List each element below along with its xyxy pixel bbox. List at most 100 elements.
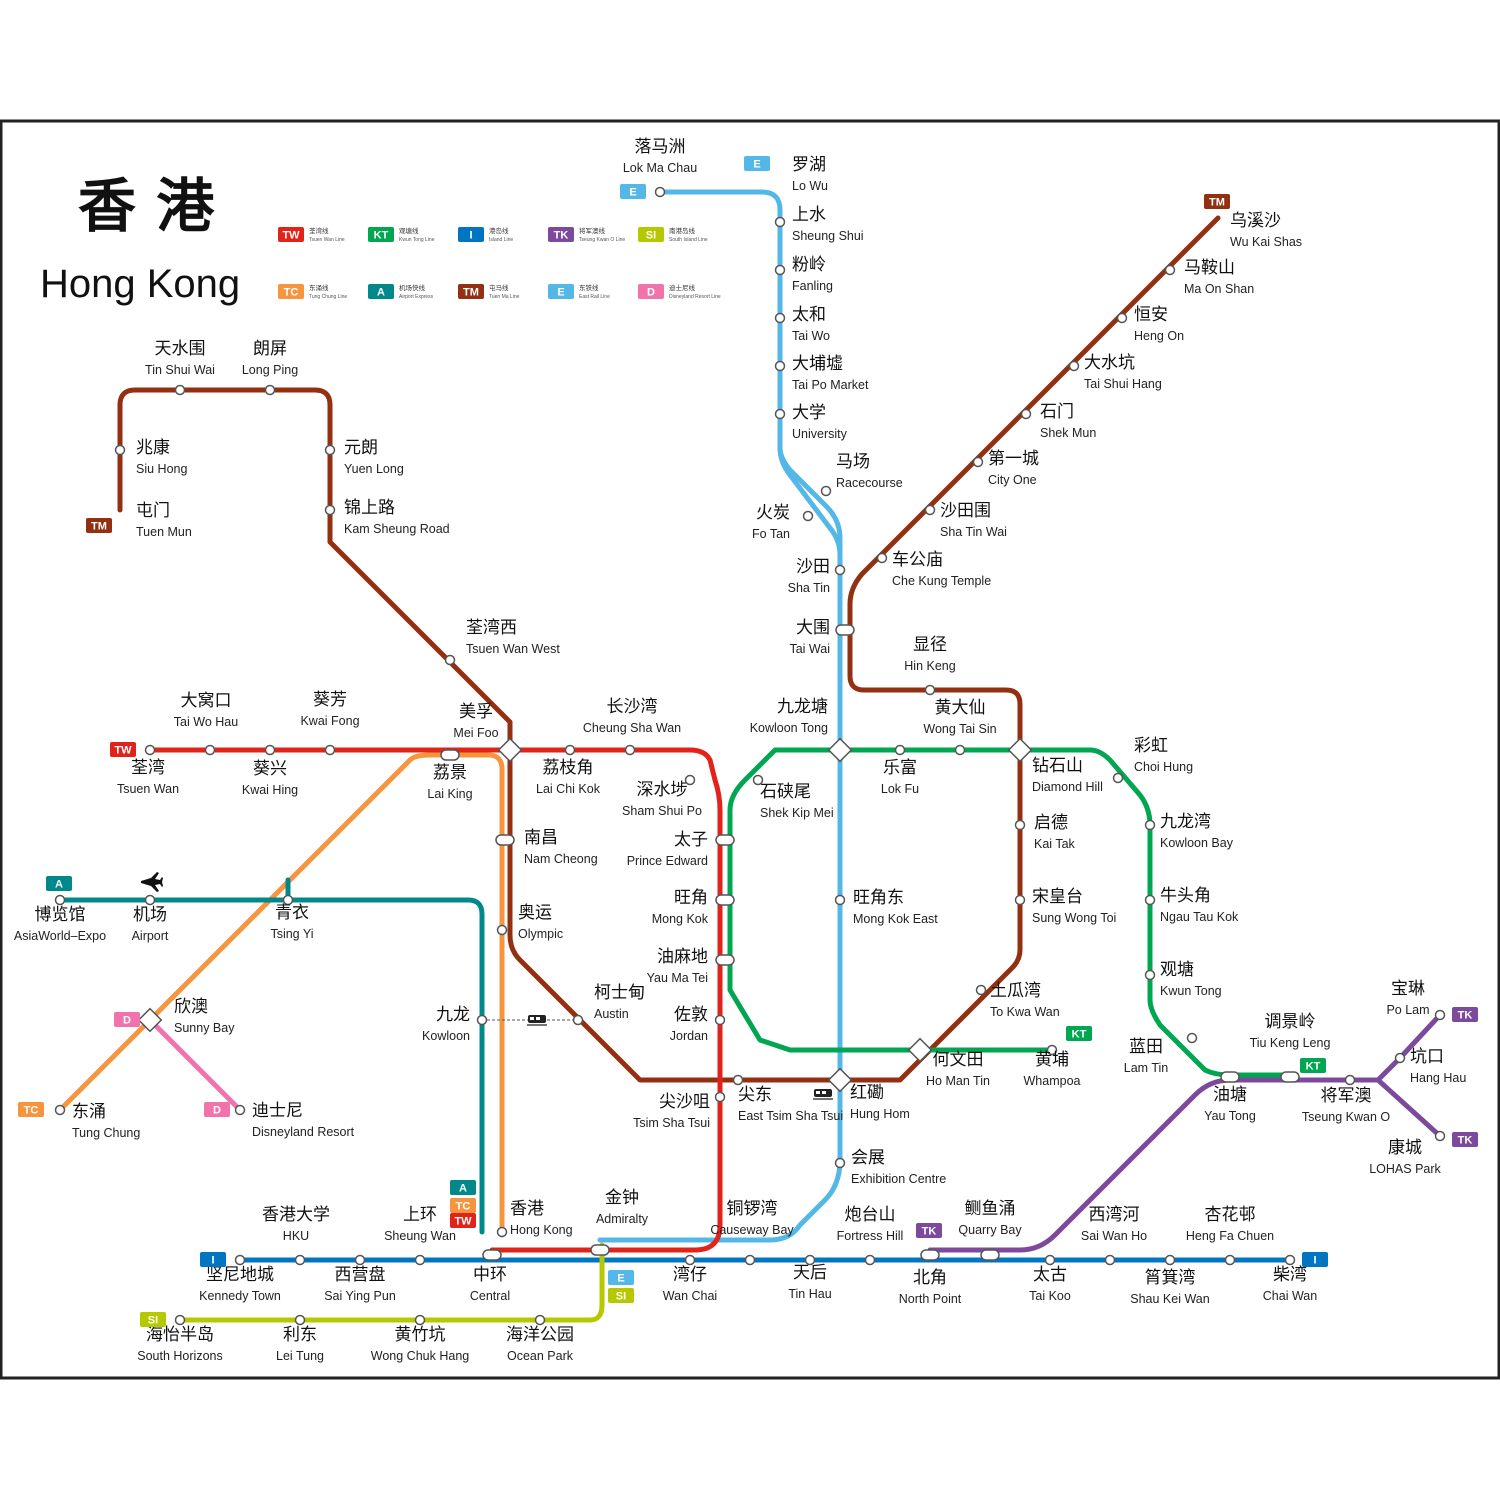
station-hanghau[interactable] [1394,1052,1406,1064]
station-chekung[interactable] [876,552,888,564]
station-lamtin[interactable] [1186,1032,1198,1044]
station-laichikok[interactable] [564,744,576,756]
station-kennedytown[interactable] [234,1254,246,1266]
station-label-en-fanling: Fanling [792,279,833,293]
station-hku[interactable] [294,1254,306,1266]
station-university[interactable] [774,408,786,420]
interchange-yautong[interactable] [1220,1071,1240,1083]
station-olympic[interactable] [496,924,508,936]
station-cityone[interactable] [972,456,984,468]
station-saiyingpun[interactable] [354,1254,366,1266]
station-tinshuiwai[interactable] [174,384,186,396]
interchange-hunghom[interactable] [827,1067,853,1093]
station-taiwohau[interactable] [204,744,216,756]
station-hengon[interactable] [1116,312,1128,324]
station-label-en-sheungshui: Sheung Shui [792,229,864,243]
station-lokfu[interactable] [894,744,906,756]
station-polam[interactable] [1434,1009,1446,1021]
interchange-princeedward[interactable] [715,834,735,846]
interchange-kowloontong[interactable] [827,737,853,763]
station-austin[interactable] [572,1014,584,1026]
station-southhorizons[interactable] [174,1314,186,1326]
station-fotan[interactable] [802,510,814,522]
station-tsimshatsui[interactable] [714,1091,726,1103]
interchange-laiking[interactable] [440,749,460,761]
interchange-namcheong[interactable] [495,834,515,846]
station-hongkong[interactable] [496,1226,508,1238]
station-taiwo[interactable] [774,312,786,324]
station-asiaworld[interactable] [54,894,66,906]
station-label-en-hongkong: Hong Kong [510,1223,573,1237]
station-kowloonbay[interactable] [1144,819,1156,831]
station-tokwawan[interactable] [975,984,987,996]
station-shaukeiwan[interactable] [1164,1254,1176,1266]
station-shatinwai[interactable] [924,504,936,516]
station-kwuntong[interactable] [1144,969,1156,981]
interchange-diamondhill[interactable] [1007,737,1033,763]
station-tinhau[interactable] [804,1254,816,1266]
interchange-quarrybay[interactable] [980,1249,1000,1261]
station-yuenlong[interactable] [324,444,336,456]
station-lokmachau[interactable] [654,186,666,198]
station-sungwongtoi[interactable] [1014,894,1026,906]
station-sheungwan[interactable] [414,1254,426,1266]
station-tsingyi[interactable] [282,894,294,906]
station-maonshan[interactable] [1164,264,1176,276]
station-siuhong[interactable] [114,444,126,456]
station-tsuenwanwest[interactable] [444,654,456,666]
station-mongkokeast[interactable] [834,894,846,906]
station-ngautaukok[interactable] [1144,894,1156,906]
station-shatin[interactable] [834,564,846,576]
station-shekmun[interactable] [1020,408,1032,420]
station-hengfachuen[interactable] [1224,1254,1236,1266]
station-disney[interactable] [234,1104,246,1116]
interchange-admiralty[interactable] [590,1244,610,1256]
station-exhibition[interactable] [834,1157,846,1169]
station-whampoa[interactable] [1046,1044,1058,1056]
station-jordan[interactable] [714,1014,726,1026]
station-leitung[interactable] [294,1314,306,1326]
interchange-central[interactable] [482,1249,502,1261]
station-oceanpark[interactable] [534,1314,546,1326]
station-shekkipmei[interactable] [752,774,764,786]
station-cheungshawan[interactable] [624,744,636,756]
station-saiwanho[interactable] [1104,1254,1116,1266]
station-label-zh-southhorizons: 海怡半岛 [146,1325,214,1345]
station-tseungkwano[interactable] [1344,1074,1356,1086]
interchange-tiukengleng[interactable] [1280,1071,1300,1083]
svg-text:KT: KT [374,230,389,242]
station-longping[interactable] [264,384,276,396]
station-chaiwan[interactable] [1284,1254,1296,1266]
station-choihung[interactable] [1112,772,1124,784]
station-taikoo[interactable] [1044,1254,1056,1266]
interchange-meifoo[interactable] [497,737,523,763]
station-kaitak[interactable] [1014,819,1026,831]
interchange-homantin[interactable] [907,1037,933,1063]
station-tsuenwan[interactable] [144,744,156,756]
station-causewaybay[interactable] [744,1254,756,1266]
station-wanchai[interactable] [684,1254,696,1266]
interchange-taiwai[interactable] [835,624,855,636]
station-fortresshill[interactable] [864,1254,876,1266]
station-taipomarket[interactable] [774,360,786,372]
station-kamsheungroad[interactable] [324,504,336,516]
interchange-mongkok[interactable] [715,894,735,906]
station-kowloon[interactable] [476,1014,488,1026]
station-airport[interactable] [144,894,156,906]
station-kwaihing[interactable] [264,744,276,756]
station-wongtaisin[interactable] [954,744,966,756]
station-shamshuipo[interactable] [684,774,696,786]
station-hinkeng[interactable] [924,684,936,696]
station-lohas[interactable] [1434,1130,1446,1142]
interchange-yaumatei[interactable] [715,954,735,966]
station-tungchung[interactable] [54,1104,66,1116]
station-sheungshui[interactable] [774,216,786,228]
interchange-northpoint[interactable] [920,1249,940,1261]
station-kwaifong[interactable] [324,744,336,756]
interchange-sunnybay[interactable] [137,1007,163,1033]
station-fanling[interactable] [774,264,786,276]
station-wongchukhang[interactable] [414,1314,426,1326]
station-taishuihang[interactable] [1068,360,1080,372]
station-easttsimshatsui[interactable] [732,1074,744,1086]
station-racecourse[interactable] [820,485,832,497]
